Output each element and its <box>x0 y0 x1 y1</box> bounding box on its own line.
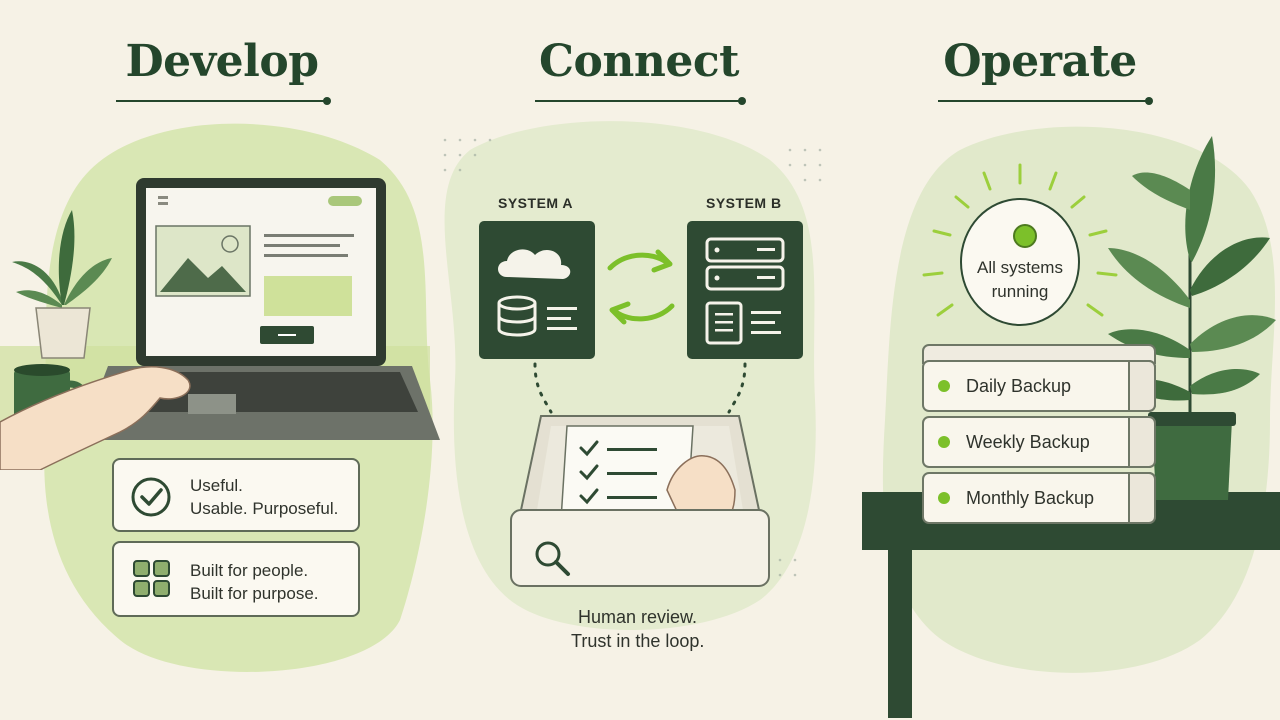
connect-caption-line2: Trust in the loop. <box>571 631 705 651</box>
backup-label-weekly: Weekly Backup <box>966 432 1090 452</box>
system-a-card <box>479 221 595 359</box>
backup-side-panel <box>1128 472 1156 524</box>
backup-status-dot <box>938 436 950 448</box>
plant-icon <box>12 210 112 359</box>
develop-title-rule <box>116 97 331 105</box>
magnifier-icon <box>535 541 570 576</box>
feature-card-useful: Useful. Usable. Purposeful. <box>112 458 360 532</box>
dot-pattern <box>443 138 822 577</box>
system-a-label: SYSTEM A <box>498 195 574 211</box>
sync-arrows-icon <box>607 249 675 325</box>
check-circle-icon <box>131 477 171 517</box>
system-b-label: SYSTEM B <box>706 195 782 211</box>
backup-label-monthly: Monthly Backup <box>966 488 1095 508</box>
cloud-database-icon <box>497 249 577 337</box>
status-line1: All systems <box>977 258 1063 277</box>
grid-icon <box>133 560 170 597</box>
laptop-illustration <box>0 178 440 470</box>
feature-card-built: Built for people. Built for purpose. <box>112 541 360 617</box>
status-rays <box>922 163 1118 317</box>
backup-side-panel <box>1128 360 1156 412</box>
feature-card-built-line1: Built for people. <box>190 561 309 580</box>
operate-title-rule <box>938 97 1153 105</box>
section-title-develop: Develop <box>125 36 319 87</box>
connect-caption-line1: Human review. <box>578 607 698 627</box>
feature-card-useful-line1: Useful. <box>190 476 243 495</box>
backup-row-daily: Daily Backup <box>922 360 1156 412</box>
backup-status-dot <box>938 492 950 504</box>
feature-card-built-line2: Built for purpose. <box>190 584 319 603</box>
feature-card-useful-line2: Usable. Purposeful. <box>190 499 339 518</box>
section-title-operate: Operate <box>943 36 1137 87</box>
section-title-connect: Connect <box>539 36 739 87</box>
backup-side-panel <box>1128 416 1156 468</box>
status-circle <box>960 198 1080 326</box>
system-b-card <box>687 221 803 359</box>
backup-row-weekly: Weekly Backup <box>922 416 1156 468</box>
review-tray-illustration <box>510 362 770 587</box>
backup-status-dot <box>938 380 950 392</box>
status-indicator-dot <box>1013 224 1037 248</box>
status-line2: running <box>991 282 1049 301</box>
backup-label-daily: Daily Backup <box>966 376 1072 396</box>
backup-row-monthly: Monthly Backup <box>922 472 1156 524</box>
server-document-icon <box>705 237 785 345</box>
connect-title-rule <box>535 97 746 105</box>
